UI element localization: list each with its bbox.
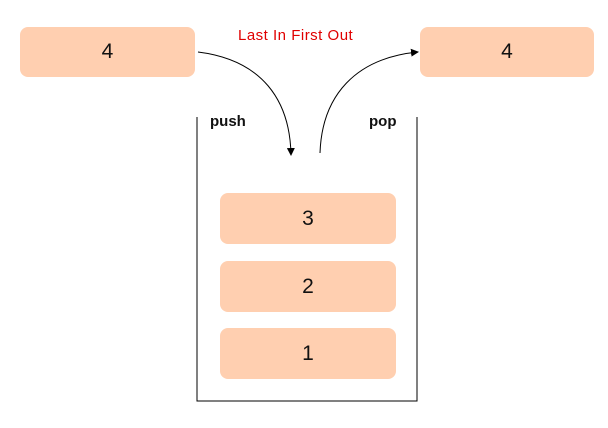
stack-item: 2 (220, 261, 396, 312)
stack-container (196, 117, 418, 402)
outgoing-item: 4 (420, 27, 594, 77)
push-label: push (210, 113, 246, 130)
stack-item: 3 (220, 193, 396, 244)
diagram-title: Last In First Out (238, 27, 354, 44)
pop-arrow (319, 48, 419, 154)
push-arrow (197, 51, 295, 156)
stack-item: 1 (220, 328, 396, 379)
pop-label: pop (369, 113, 397, 130)
incoming-item: 4 (20, 27, 195, 77)
